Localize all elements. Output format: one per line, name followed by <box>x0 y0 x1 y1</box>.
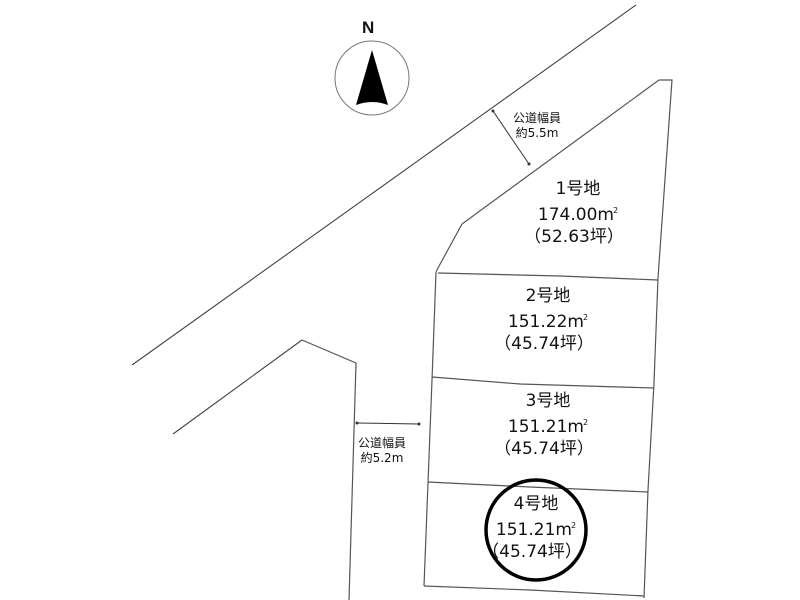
north-road-label: 公道幅員 約5.5m <box>513 111 561 141</box>
west-road-width-dimension <box>355 421 421 426</box>
lots-west-boundary <box>423 271 437 587</box>
north-road-width-dimension <box>491 109 531 166</box>
north-road-upper-edge <box>131 4 637 366</box>
west-road-west-edge <box>301 339 357 600</box>
lot-name: 1号地 <box>555 179 601 199</box>
lot-2-label[interactable]: 2号地 151.22m2 （45.74坪） <box>494 285 598 355</box>
lot-area: 151.22m2 <box>507 312 589 332</box>
lots-east-boundary <box>643 79 673 599</box>
west-road-left-diagonal <box>172 339 303 435</box>
lot-name: 4号地 <box>513 494 559 514</box>
lot-1-2-boundary <box>437 272 659 281</box>
lot-3-4-boundary <box>427 481 649 493</box>
lot-3-label[interactable]: 3号地 151.21m2 （45.74坪） <box>494 390 598 460</box>
lot-name: 2号地 <box>525 286 571 306</box>
road-label-line2: 約5.2m <box>360 451 404 465</box>
lot-tsubo: （45.74坪） <box>482 542 582 562</box>
lot-area: 151.21m2 <box>495 520 577 540</box>
lot-4-label[interactable]: 4号地 151.21m2 （45.74坪） <box>482 493 586 563</box>
west-road-label: 公道幅員 約5.2m <box>358 436 406 466</box>
north-arrow-icon <box>334 40 410 116</box>
lot-2-3-boundary <box>431 376 655 389</box>
road-label-line1: 公道幅員 <box>513 111 562 125</box>
compass-north-label: N <box>362 18 375 37</box>
lot-4-highlight-circle <box>484 478 588 582</box>
road-label-line1: 公道幅員 <box>358 436 407 450</box>
lot-4-south-boundary <box>423 585 645 597</box>
lot-area: 174.00m2 <box>537 205 619 225</box>
lot-tsubo: （45.74坪） <box>494 334 594 354</box>
lot-tsubo: （52.63坪） <box>524 227 624 247</box>
lot-area: 151.21m2 <box>507 417 589 437</box>
lot-tsubo: （45.74坪） <box>494 439 594 459</box>
north-road-lower-edge <box>435 79 660 273</box>
lot-name: 3号地 <box>525 391 571 411</box>
lot-1-label[interactable]: 1号地 174.00m2 （52.63坪） <box>524 178 628 248</box>
road-label-line2: 約5.5m <box>515 126 559 140</box>
